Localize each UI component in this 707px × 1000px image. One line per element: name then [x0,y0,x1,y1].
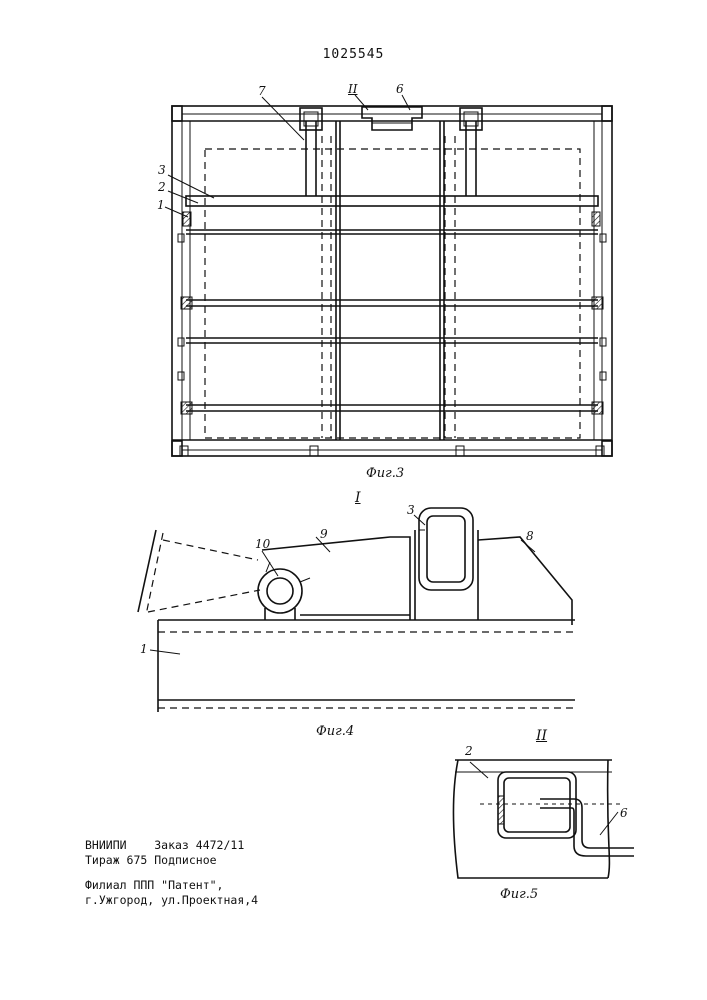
figure-3-drawing [165,95,612,456]
fig3-label-2: 2 [158,180,166,194]
fig4-label-1: 1 [140,642,148,656]
fig3-label-ii: II [348,82,357,96]
fig5-label-6: 6 [620,806,628,820]
fig4-label-10: 10 [255,537,270,551]
fig5-section-mark: II [536,728,547,744]
fig3-label-3: 3 [158,163,166,177]
imprint-line-3: Филиал ППП "Патент", [85,878,258,893]
fig4-section-mark: I [355,490,361,506]
fig4-label-3: 3 [407,503,415,517]
fig4-label-8: 8 [526,529,534,543]
figure-4-drawing [138,508,575,712]
fig4-label-9: 9 [320,527,328,541]
figure-5-drawing [454,760,635,878]
fig4-caption: Фиг.4 [316,724,354,739]
imprint-block: ВНИИПИ Заказ 4472/11Тираж 675 ПодписноеФ… [85,838,258,908]
imprint-line-1: ВНИИПИ Заказ 4472/11 [85,838,258,853]
fig5-label-2: 2 [465,744,473,758]
imprint-line-2: Тираж 675 Подписное [85,853,258,868]
fig3-caption: Фиг.3 [366,466,404,481]
fig3-label-1: 1 [157,198,165,212]
fig3-label-7: 7 [258,84,266,98]
fig5-caption: Фиг.5 [500,887,538,902]
imprint-line-4: г.Ужгород, ул.Проектная,4 [85,893,258,908]
fig3-label-6: 6 [396,82,404,96]
